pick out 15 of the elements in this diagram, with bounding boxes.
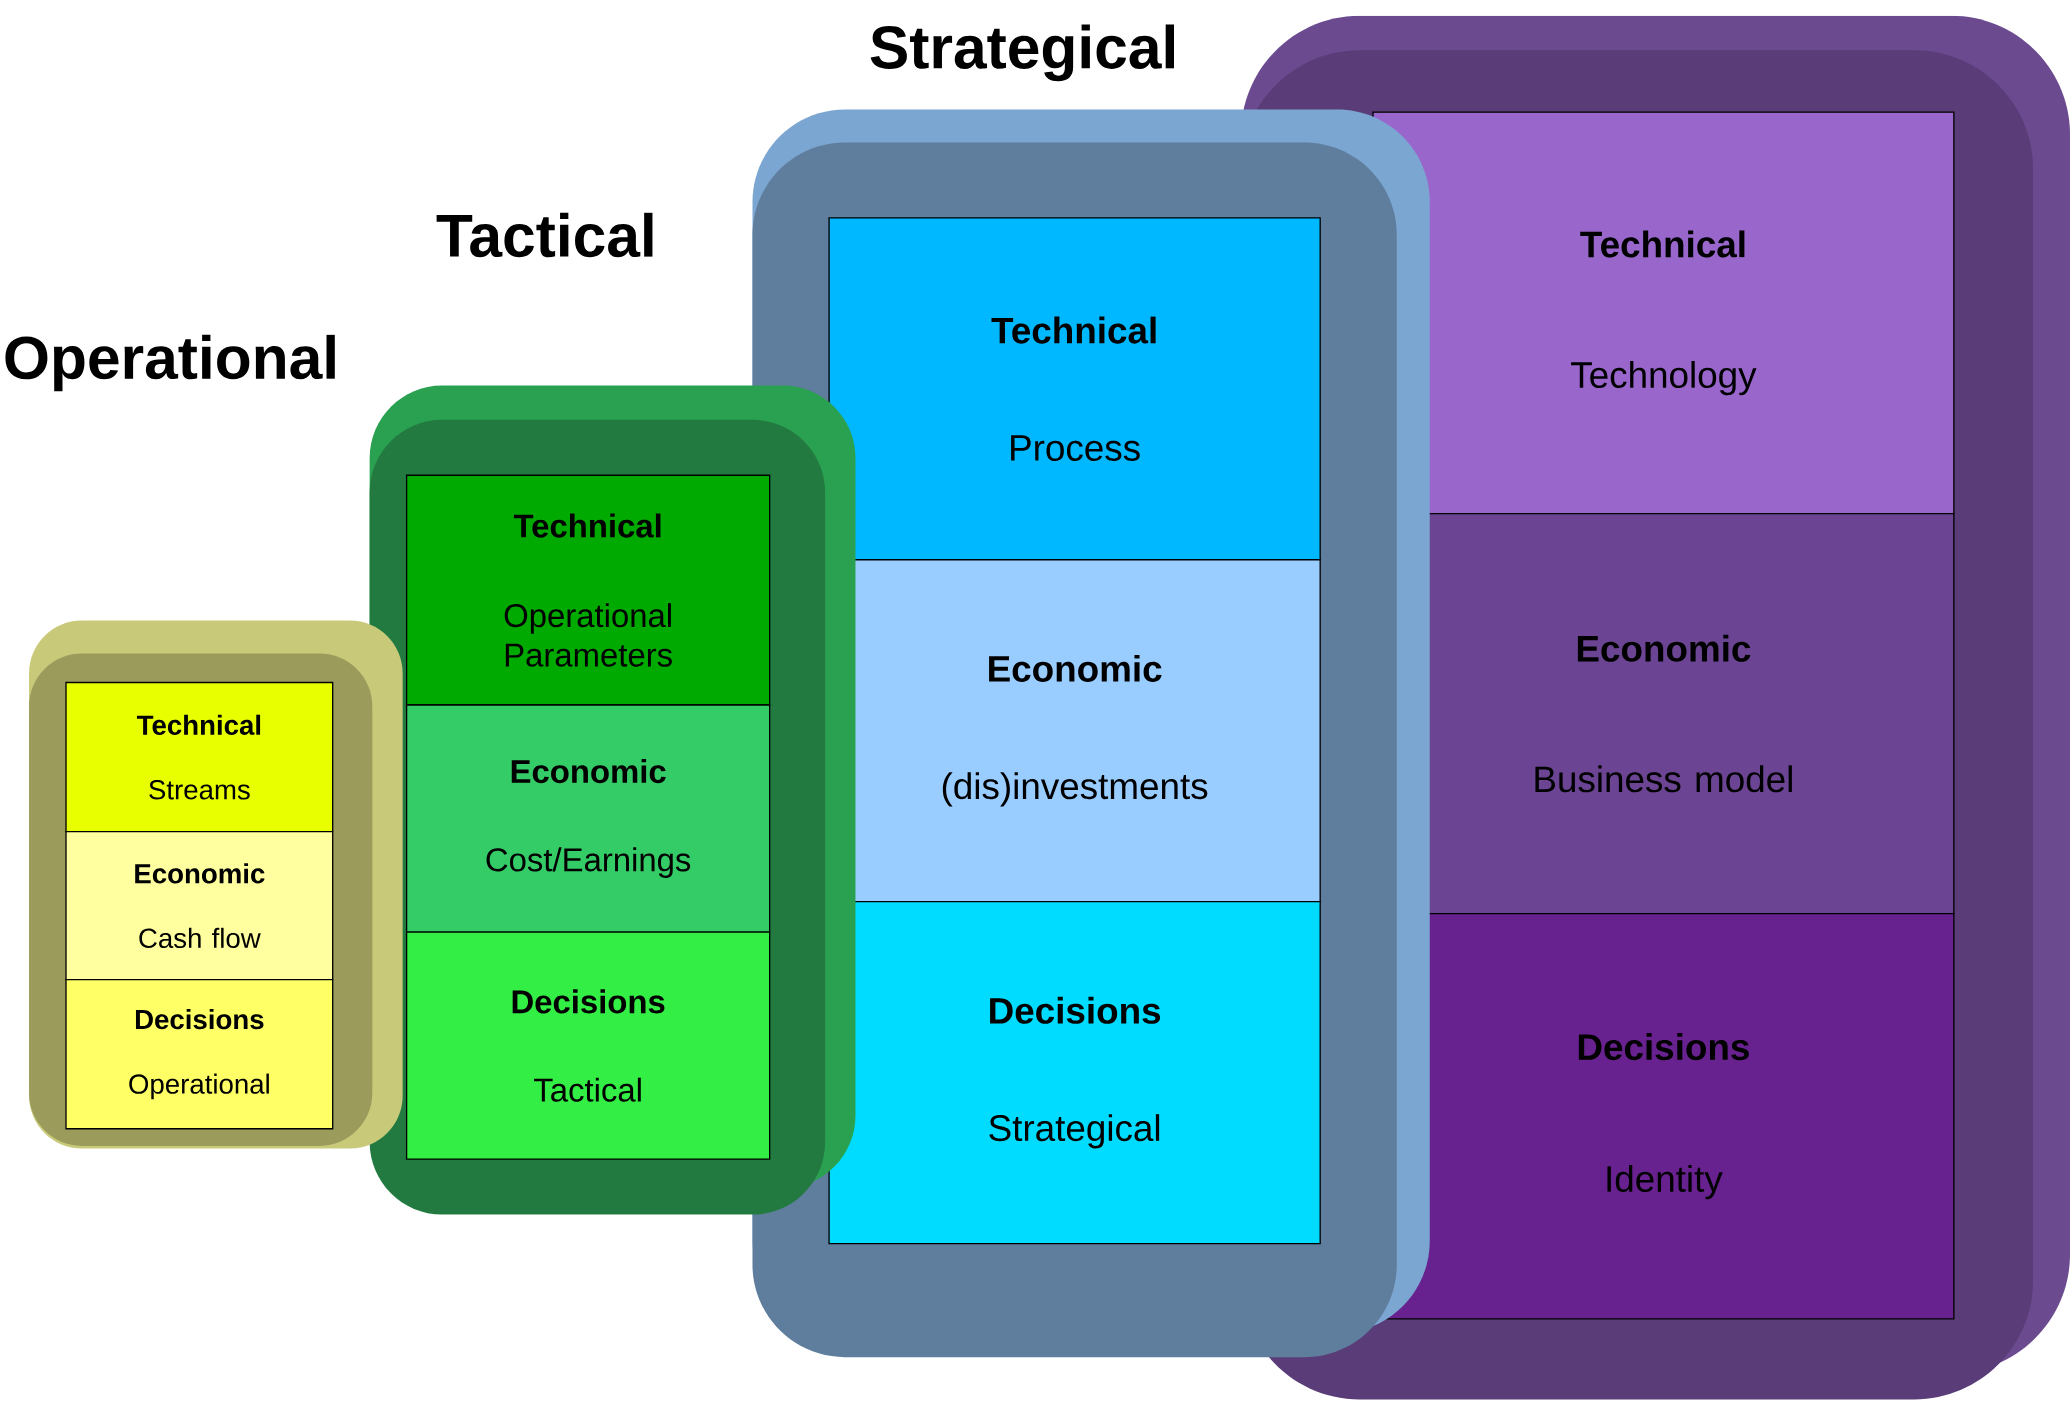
category-cell: Economic (dis)investments — [828, 559, 1321, 903]
heading: Tactical — [436, 212, 653, 258]
category-cell: Economic Cost/Earnings — [405, 704, 771, 933]
category-cell: Decisions Operational — [65, 979, 334, 1130]
category-cell: Decisions Strategical — [828, 901, 1321, 1245]
category-cell: Economic Business model — [1372, 513, 1955, 915]
category-cell: Decisions Tactical — [405, 931, 771, 1160]
category-cell: Technical Technology — [1372, 111, 1955, 515]
category-cell: Technical Streams — [65, 682, 334, 833]
category-cell: Technical Process — [828, 217, 1321, 561]
category-cell: Economic Cash flow — [65, 831, 334, 981]
heading: Strategical — [870, 24, 1174, 82]
category-cell: Technical Operational Parameters — [405, 474, 771, 706]
category-cell: Decisions Identity — [1372, 913, 1955, 1320]
heading: Operational — [5, 335, 335, 392]
